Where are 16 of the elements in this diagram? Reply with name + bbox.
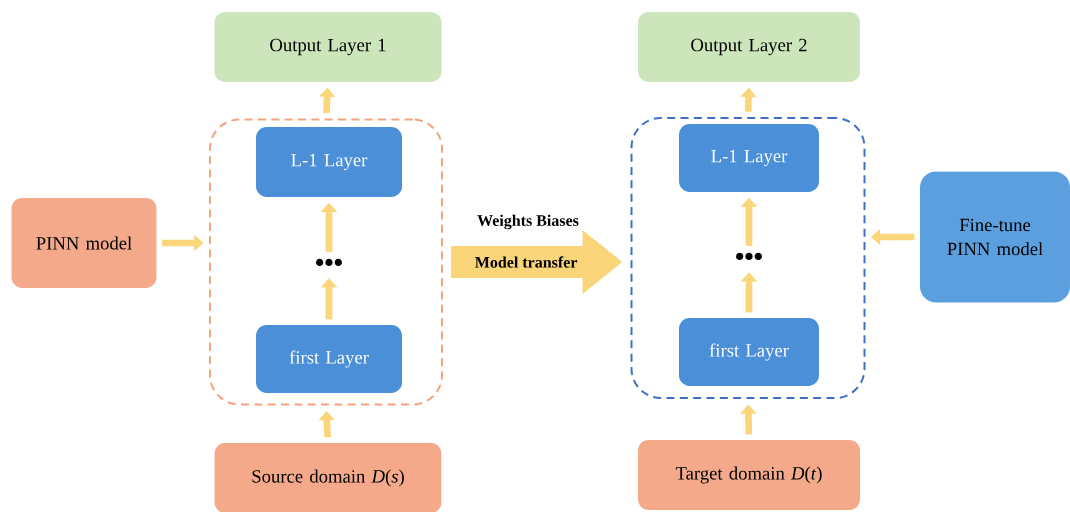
- text-label: Weights Biases: [477, 214, 579, 230]
- dashed-group-box: [209, 118, 443, 406]
- input-domain-box: Target domain D(t): [638, 440, 860, 510]
- ellipsis-dots: •••: [316, 258, 342, 266]
- hidden-layer-box: L-1 Layer: [256, 127, 402, 197]
- output-layer-box: Output Layer 2: [638, 12, 860, 82]
- input-domain-box: Source domain D(s): [214, 443, 442, 512]
- edge-label: Model transfer: [475, 256, 578, 268]
- hidden-layer-box: first Layer: [256, 325, 402, 393]
- dashed-group-box: [630, 117, 866, 399]
- hidden-layer-box: first Layer: [679, 318, 819, 386]
- model-box: PINN model: [11, 198, 157, 288]
- model-box: Fine-tune PINN model: [920, 171, 1070, 303]
- output-layer-box: Output Layer 1: [214, 12, 442, 82]
- ellipsis-dots: •••: [736, 252, 762, 260]
- hidden-layer-box: L-1 Layer: [679, 124, 819, 192]
